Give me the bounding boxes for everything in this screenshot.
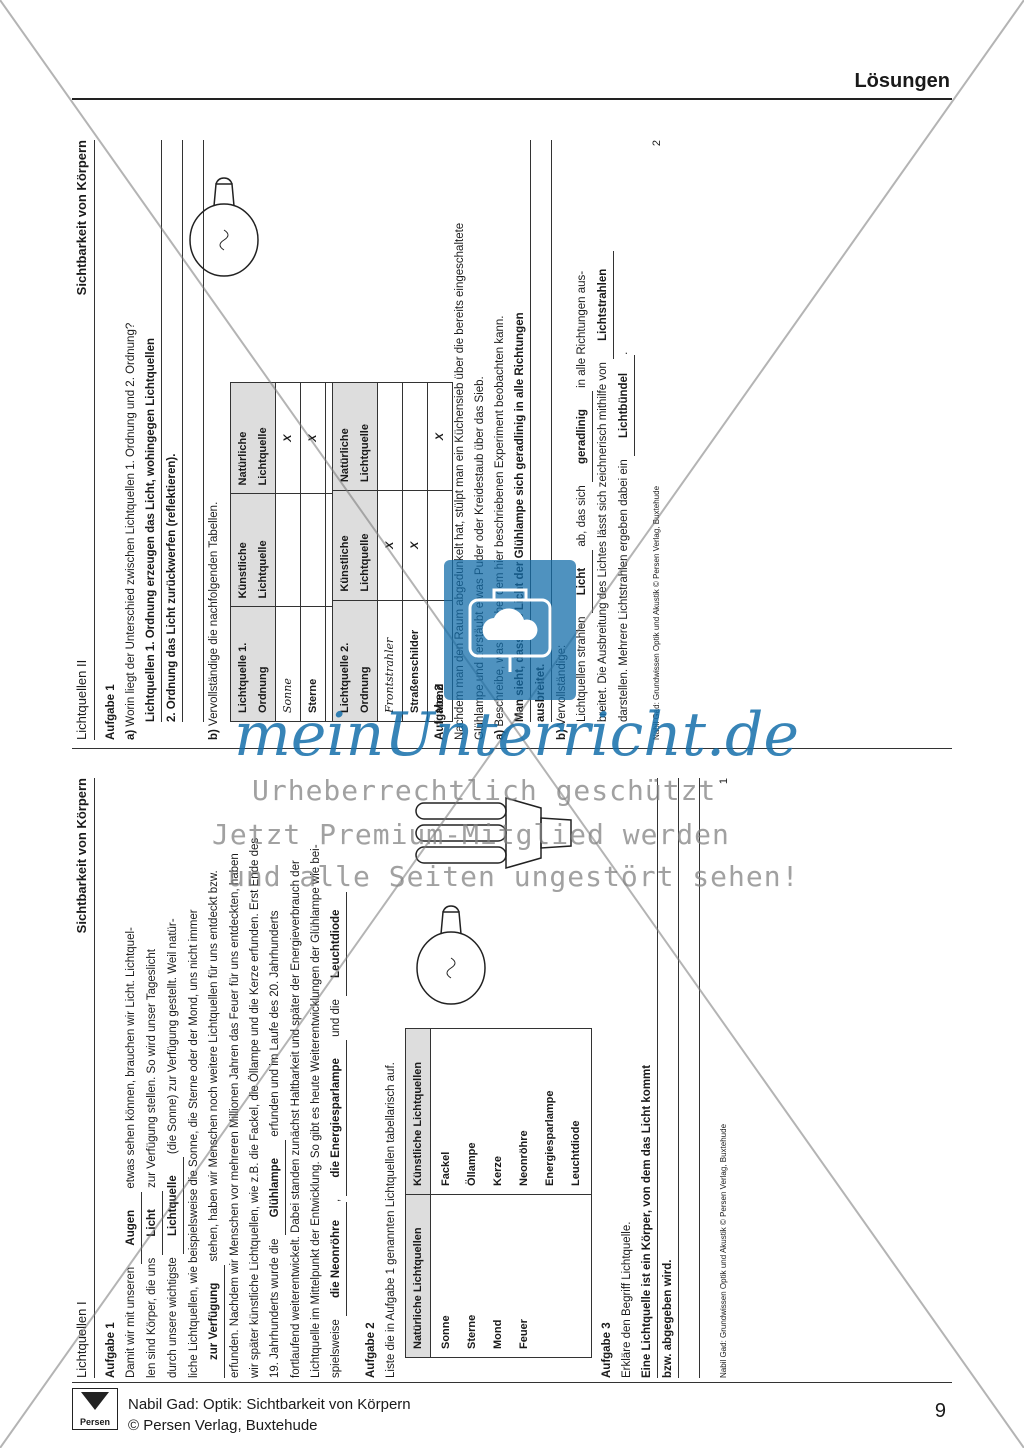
footer-citation: Nabil Gad: Optik: Sichtbarkeit von Körpe… <box>128 1396 411 1434</box>
answer-leuchtdiode: Leuchtdiode <box>326 891 347 996</box>
worksheet-1-header: Lichtquellen I Sichtbarkeit von Körpern <box>72 778 95 1378</box>
answer-licht: Licht <box>142 1191 163 1255</box>
answer-a-line1: Lichtquellen 1. Ordnung erzeugen das Lic… <box>141 140 162 722</box>
answer-gluehlampe: Glühlampe <box>265 1139 286 1236</box>
worksheet-2: Lichtquellen II Sichtbarkeit von Körpern… <box>72 140 712 740</box>
answer-lichtquelle: Lichtquelle <box>163 1157 184 1254</box>
watermark-line-2: Jetzt Premium-Mitglied werden <box>212 818 730 851</box>
fill-in-text: Lichtquellen strahlen Licht ab, das sich… <box>572 140 635 722</box>
watermark-line-1: Urheberrechtlich geschützt <box>252 774 717 807</box>
table-header: Künstliche Lichtquellen <box>405 1028 431 1195</box>
watermark-brand: meinUnterricht.de <box>234 700 799 770</box>
answer-geradlinig: geradlinig <box>572 391 593 483</box>
answer-neonroehre: die Neonröhre <box>326 1202 347 1316</box>
worksheet-2-left-head: Lichtquellen II <box>74 659 89 740</box>
worksheet-1-right-head: Sichtbarkeit von Körpern <box>74 778 89 934</box>
artificial-list: Fackel Öllampe Kerze Neonröhre Energiesp… <box>430 1028 592 1195</box>
light-bulb-illustration <box>189 177 259 277</box>
worksheet-1-left-head: Lichtquellen I <box>74 1301 89 1378</box>
watermark-line-3: und alle Seiten ungestört sehen! <box>228 860 800 893</box>
order2-table: Lichtquelle 2. Ordnung Künstliche Lichtq… <box>332 382 453 722</box>
worksheet-2-right-head: Sichtbarkeit von Körpern <box>74 140 89 296</box>
publisher-logo: Persen <box>72 1388 118 1430</box>
answer-lichtstrahlen: Lichtstrahlen <box>593 250 614 359</box>
aufgabe1-title: Aufgabe 1 <box>105 684 117 740</box>
table-header: Natürliche Lichtquelle <box>230 382 276 494</box>
answer-augen: Augen <box>121 1191 142 1264</box>
aufgabe1-title: Aufgabe 1 <box>105 1322 117 1378</box>
footer-rule <box>72 1382 952 1383</box>
light-sources-table: Natürliche Lichtquellen Künstliche Licht… <box>405 1028 592 1358</box>
worksheet-1-credit: Nabil Gad: Grundwissen Optik und Akustik… <box>719 1123 728 1378</box>
answer-energiesparlampe: die Energiesparlampe <box>326 1040 347 1196</box>
table-header: Künstliche Lichtquelle <box>230 493 276 607</box>
answer-lichtbuendel: Lichtbündel <box>614 354 635 457</box>
header-rule <box>72 98 952 100</box>
natural-list: Sonne Sterne Mond Feuer <box>430 1194 592 1358</box>
table-header: Natürliche Lichtquellen <box>405 1194 431 1358</box>
question-a: a) Worin liegt der Unterschied zwischen … <box>125 322 137 740</box>
page-title: Lösungen <box>854 70 950 92</box>
light-bulb-illustration <box>416 905 486 1005</box>
answer-zur-verfuegung: zur Verfügung <box>204 1264 225 1378</box>
table-header: Künstliche Lichtquelle <box>332 490 378 601</box>
table-header: Natürliche Lichtquelle <box>332 382 378 491</box>
worksheet-1-number: 1 <box>718 778 730 785</box>
watermark-logo <box>444 560 576 700</box>
worksheet-2-header: Lichtquellen II Sichtbarkeit von Körpern <box>72 140 95 740</box>
page-number: 9 <box>934 1400 946 1422</box>
worksheet-2-number: 2 <box>651 140 663 147</box>
